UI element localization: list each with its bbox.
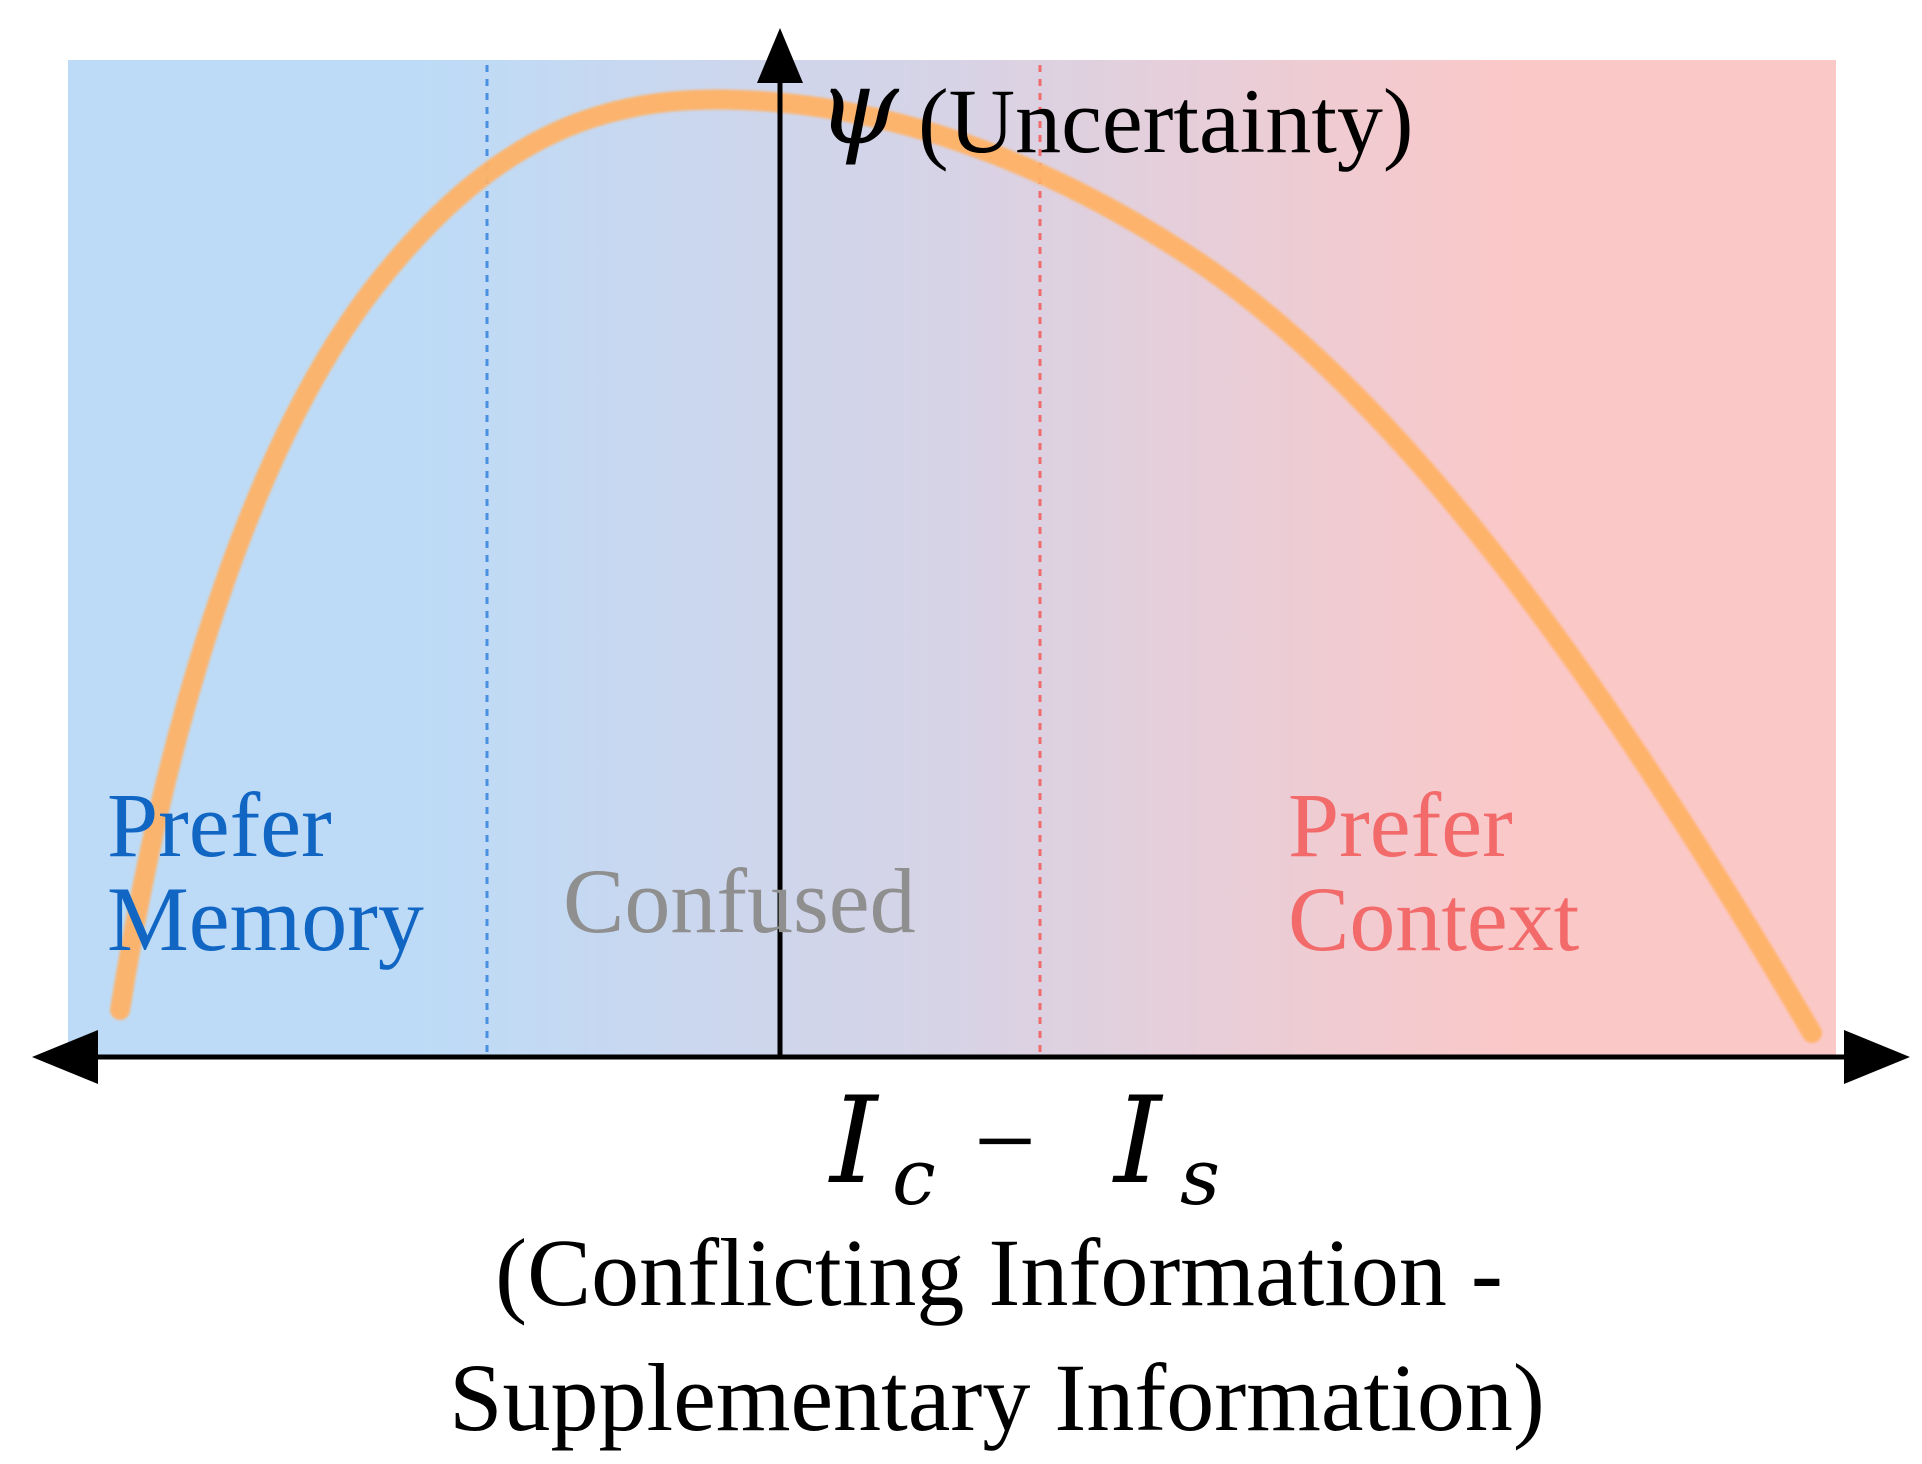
x-axis-math-main-1: I [828,1072,880,1211]
arrow-up-icon [757,28,803,83]
y-axis-symbol: ψ [817,46,900,168]
prefer-context-label-line-1: Prefer [1288,774,1513,876]
prefer-memory-label-line-1: Prefer [107,774,332,876]
arrow-left-icon [32,1030,98,1084]
confused-label: Confused [563,850,916,952]
x-axis-math-main-2: I [1112,1072,1164,1211]
uncertainty-curve [110,89,1822,1043]
x-axis-math-sub-2: s [1180,1133,1220,1223]
prefer-memory-label-line-2: Memory [107,868,424,970]
arrow-right-icon [1844,1030,1910,1084]
x-axis-caption-line-2: Supplementary Information) [449,1344,1545,1451]
x-axis-math-sub-1: c [892,1133,936,1223]
x-axis-caption-line-1: (Conflicting Information - [495,1219,1503,1326]
x-axis-math-operator: − [974,1080,1036,1202]
x-axis-math-label: I c − I s [828,1072,1220,1223]
region-background [68,60,1836,1056]
prefer-context-label-line-2: Context [1288,868,1580,970]
y-axis-label: (Uncertainty) [918,70,1414,172]
